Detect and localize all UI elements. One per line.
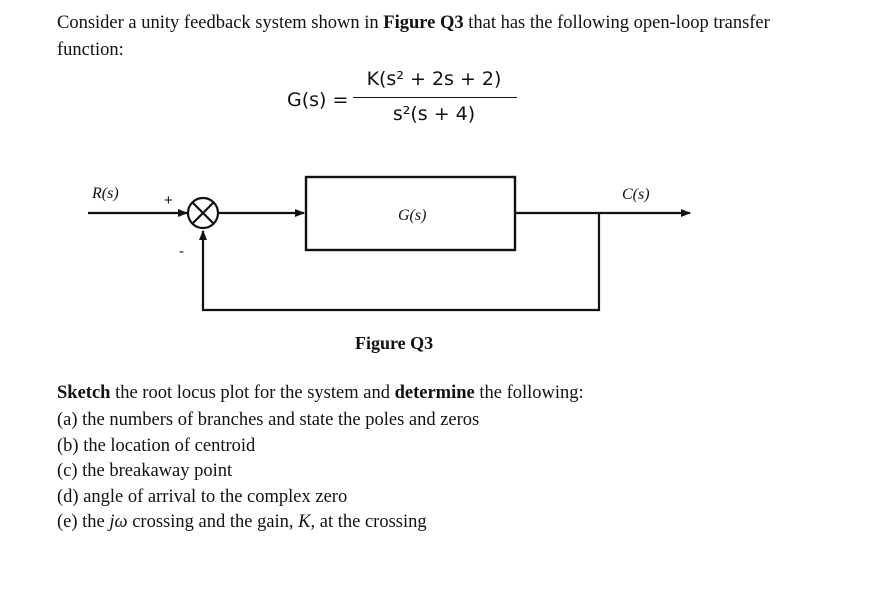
item-e-jw: jω bbox=[109, 512, 128, 532]
question-bold-determine: determine bbox=[394, 383, 475, 403]
output-label: C(s) bbox=[622, 186, 650, 203]
question-bold-sketch: Sketch bbox=[57, 383, 111, 403]
item-e-prefix: (e) the bbox=[57, 512, 110, 532]
figure-caption: Figure Q3 bbox=[355, 333, 434, 353]
question-text-1: the root locus plot for the system and bbox=[110, 383, 395, 403]
question-item-e: (e) the jω crossing and the gain, K, at … bbox=[57, 510, 479, 536]
equation-lhs: G(s) = bbox=[287, 89, 349, 111]
question-heading: Sketch the root locus plot for the syste… bbox=[57, 383, 584, 404]
question-item-a: (a) the numbers of branches and state th… bbox=[57, 410, 480, 430]
question-item-c: (c) the breakaway point bbox=[57, 461, 233, 481]
figure-reference: Figure Q3 bbox=[383, 13, 464, 33]
equation-denominator: s²(s + 4) bbox=[392, 103, 476, 125]
question-item-d: (d) angle of arrival to the complex zero bbox=[57, 486, 348, 507]
plus-sign: + bbox=[164, 192, 173, 209]
feedback-path bbox=[199, 213, 601, 312]
item-e-k: K bbox=[298, 512, 311, 532]
minus-sign: - bbox=[179, 243, 184, 260]
block-label: G(s) bbox=[398, 207, 426, 224]
equation-numerator: K(s² + 2s + 2) bbox=[366, 68, 502, 90]
summing-junction bbox=[186, 196, 220, 230]
intro-text-2: that has the following open-loop transfe… bbox=[57, 13, 770, 60]
intro-paragraph: Consider a unity feedback system shown i… bbox=[57, 10, 777, 64]
intro-text-1: Consider a unity feedback system shown i… bbox=[57, 13, 384, 33]
item-e-suffix: , at the crossing bbox=[310, 512, 427, 532]
fraction-bar bbox=[353, 97, 517, 99]
question-item-b: (b) the location of centroid bbox=[57, 435, 256, 456]
question-text-2: the following: bbox=[474, 383, 584, 403]
input-label: R(s) bbox=[91, 185, 119, 202]
question-list: (a) the numbers of branches and state th… bbox=[57, 408, 479, 536]
item-e-mid: crossing and the gain, bbox=[127, 512, 299, 532]
